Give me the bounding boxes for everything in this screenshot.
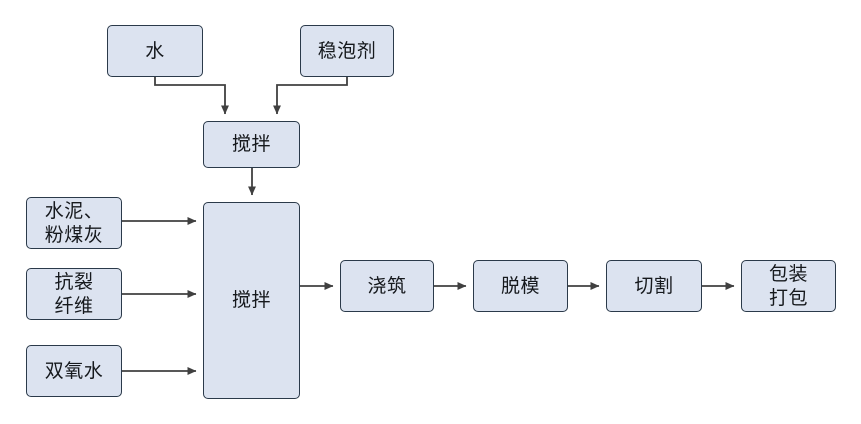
node-label: 水: [145, 39, 165, 62]
node-packaging[interactable]: 包装 打包: [741, 260, 836, 312]
node-label: 搅拌: [231, 289, 271, 312]
node-label: 包装 打包: [768, 262, 808, 309]
node-label: 搅拌: [231, 133, 271, 156]
node-label: 切割: [634, 274, 674, 297]
edge-stabilizer-to-mix1: [273, 77, 348, 115]
node-label: 稳泡剂: [317, 39, 377, 62]
node-mix1[interactable]: 搅拌: [203, 121, 300, 168]
node-label: 浇筑: [367, 274, 407, 297]
node-label: 抗裂 纤维: [54, 270, 94, 317]
node-water[interactable]: 水: [107, 25, 203, 77]
node-label: 脱模: [500, 274, 540, 297]
node-label: 双氧水: [44, 359, 104, 382]
node-stabilizer[interactable]: 稳泡剂: [300, 25, 394, 77]
edge-water-to-mix1: [154, 77, 229, 115]
node-fiber[interactable]: 抗裂 纤维: [26, 268, 122, 320]
node-demolding[interactable]: 脱模: [473, 260, 568, 312]
node-cement[interactable]: 水泥、 粉煤灰: [26, 197, 122, 249]
node-label: 水泥、 粉煤灰: [44, 199, 104, 246]
node-peroxide[interactable]: 双氧水: [26, 345, 122, 397]
node-mix2[interactable]: 搅拌: [203, 202, 300, 399]
node-pouring[interactable]: 浇筑: [340, 260, 434, 312]
node-cutting[interactable]: 切割: [606, 260, 702, 312]
